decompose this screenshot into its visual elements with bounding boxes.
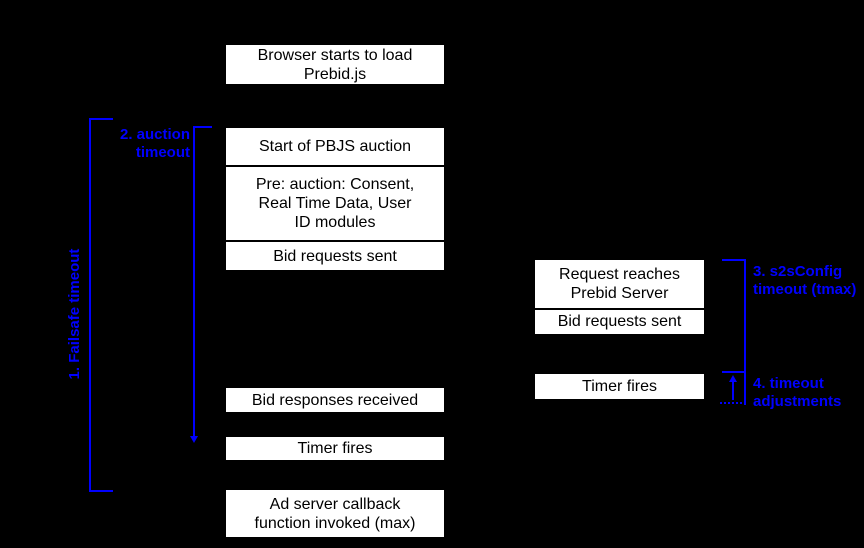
box-ad-server-callback: Ad server callback function invoked (max… (225, 489, 445, 538)
box-auction-start: Start of PBJS auction (258, 138, 412, 156)
s2s-bracket-tick-top (722, 259, 746, 261)
s2s-bracket-tick-mid (722, 371, 746, 373)
up-arrow-icon (729, 375, 737, 382)
failsafe-timeout-bracket (89, 118, 113, 492)
label-timeout-adjustments: 4. timeout adjustments (753, 375, 842, 410)
up-arrow-line (732, 382, 734, 400)
adjustment-dotted-line (720, 402, 746, 404)
box-pre-auction-modules: Pre: auction: Consent, Real Time Data, U… (226, 165, 444, 240)
label-s2s-timeout: 3. s2sConfig timeout (tmax) (753, 263, 857, 298)
label-failsafe-timeout: 1. Failsafe timeout (66, 248, 83, 380)
box-bid-requests-sent-left: Bid requests sent (226, 240, 444, 270)
auction-timeout-bracket (193, 126, 212, 437)
down-arrow-icon (190, 436, 198, 443)
box-browser-load: Browser starts to load Prebid.js (225, 44, 445, 85)
box-bid-responses-received: Bid responses received (225, 387, 445, 413)
label-auction-timeout: 2. auction timeout (119, 126, 190, 161)
box-request-reaches-server: Request reaches Prebid Server (559, 265, 680, 302)
box-timer-fires-left: Timer fires (225, 436, 445, 461)
s2s-bracket-line (744, 259, 746, 405)
server-box-stack: Request reaches Prebid Server Bid reques… (534, 259, 705, 335)
box-bid-requests-sent-right: Bid requests sent (535, 307, 704, 334)
auction-box-stack: Start of PBJS auction Pre: auction: Cons… (225, 127, 445, 271)
box-timer-fires-right: Timer fires (534, 373, 705, 400)
